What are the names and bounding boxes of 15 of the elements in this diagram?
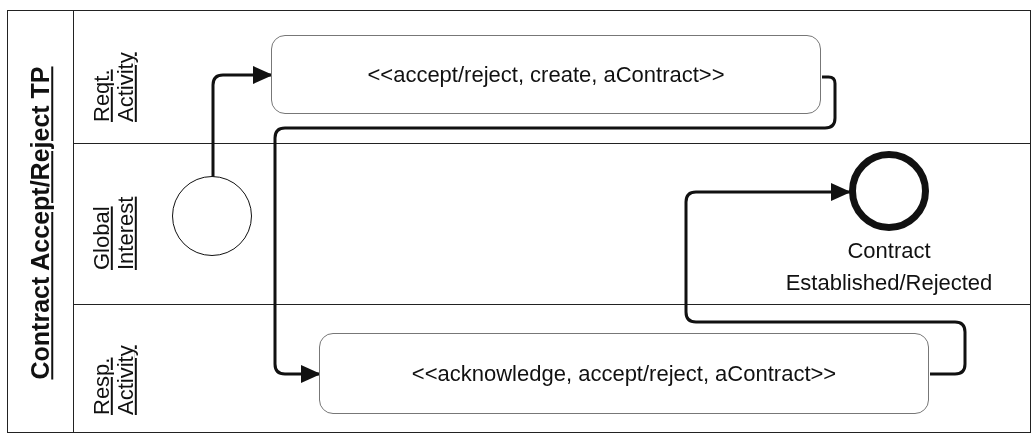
sequence-flow-arrow — [684, 183, 967, 376]
task-box: <<acknowledge, accept/reject, aContract>> — [319, 333, 929, 414]
lane-label: Resp. Activity — [89, 344, 138, 415]
task-box: <<accept/reject, create, aContract>> — [271, 35, 821, 114]
sequence-flow-arrow — [211, 66, 273, 177]
start-event-circle — [172, 176, 252, 256]
sequence-flow-arrow — [273, 75, 837, 383]
pool-frame — [7, 10, 1031, 433]
event-label: Contract Established/Rejected — [784, 237, 994, 297]
lane-label: Reqt. Activity — [89, 51, 138, 122]
lane-label: Global Interest — [89, 195, 138, 270]
end-event-circle — [849, 151, 929, 231]
swimlane — [72, 303, 1031, 433]
pool-title: Contract Accept/Reject TP — [27, 66, 55, 379]
swimlane — [72, 142, 1031, 304]
